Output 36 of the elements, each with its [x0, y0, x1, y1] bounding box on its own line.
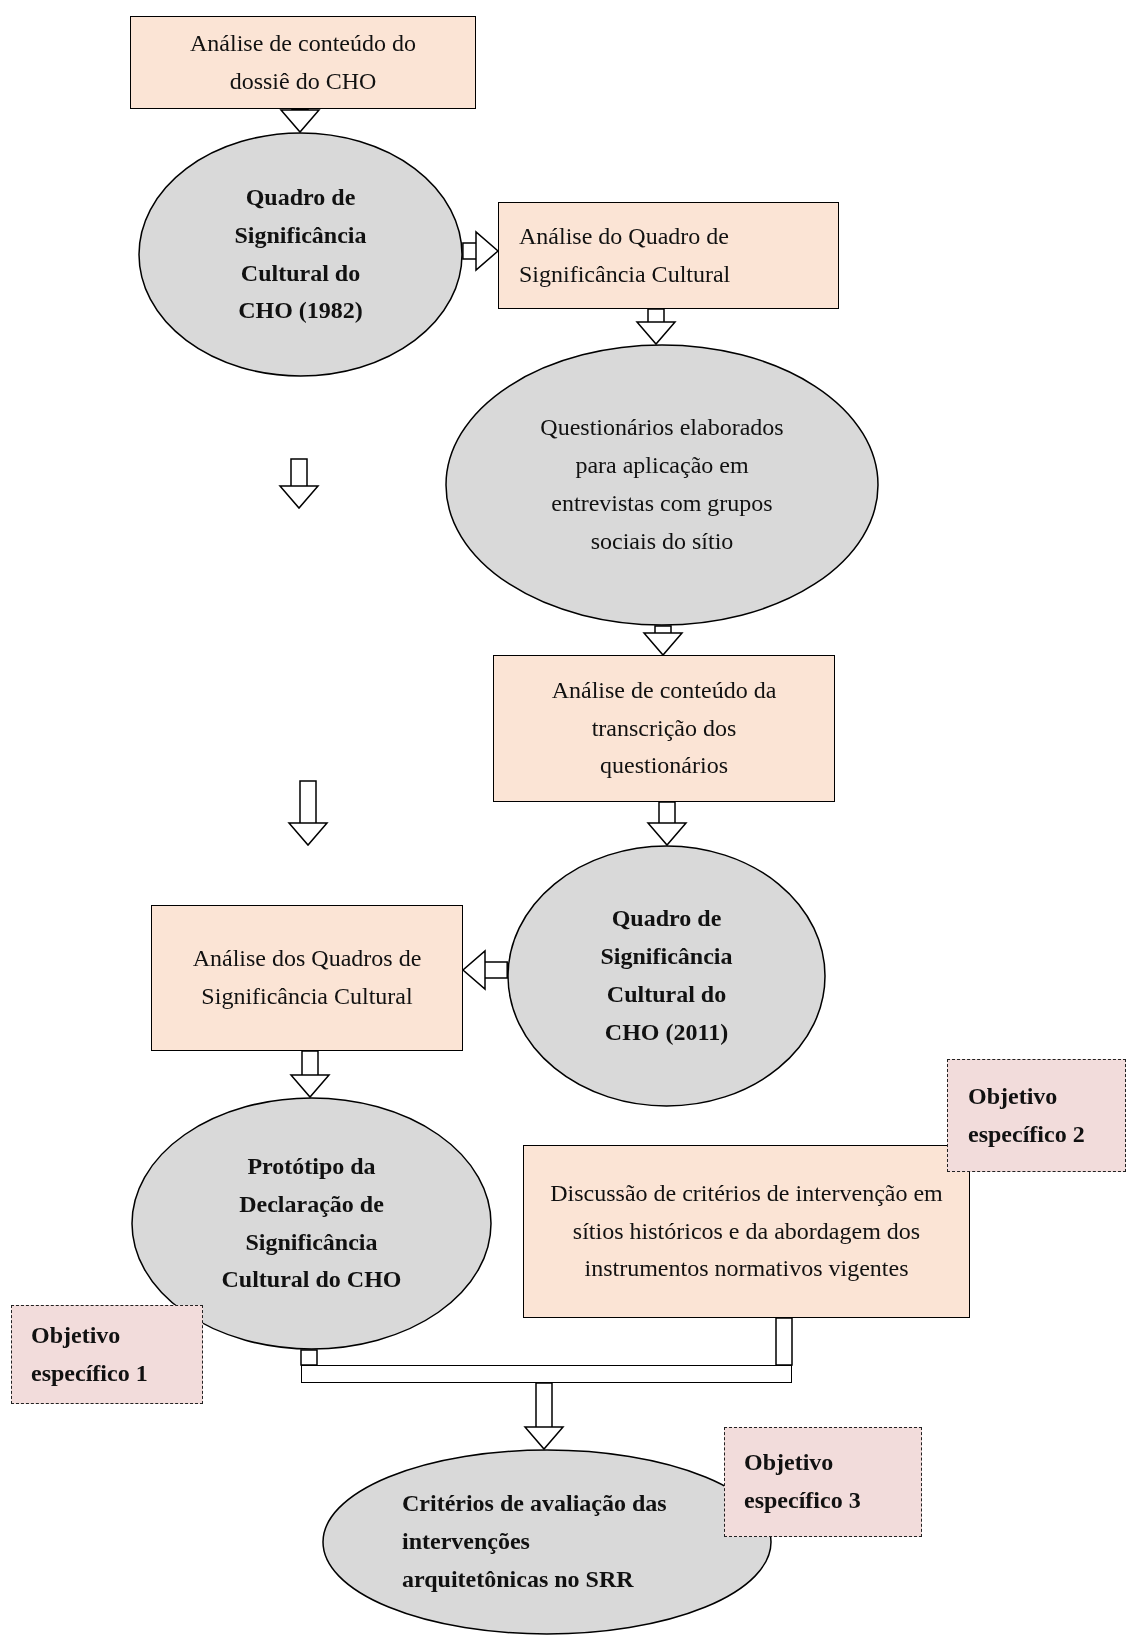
process-box [493, 655, 835, 802]
node-text: Discussão de critérios de intervenção em sítios históricos e da abordagem dos instrumentos normativos vigentes [549, 1178, 944, 1284]
ellipse-node [445, 344, 879, 626]
ellipse-node [131, 1097, 492, 1350]
node-text: Análise dos Quadros de Significância Cultural [192, 944, 422, 1011]
block-arrow [289, 1050, 331, 1099]
block-arrow [461, 949, 508, 991]
block-arrow [642, 625, 684, 657]
node-text: Quadro de Significância Cultural do CHO (2011) [599, 904, 734, 1047]
process-box [523, 1145, 970, 1318]
objective-note [947, 1059, 1126, 1172]
block-arrow [279, 108, 321, 134]
node-text: Questionários elaborados para aplicação em entrevistas com grupos sociais do sítio [539, 413, 785, 556]
block-arrow [462, 230, 500, 272]
node-text: Protótipo da Declaração de Significância Cultural do CHO [220, 1151, 403, 1295]
connector-bar [301, 1365, 792, 1383]
node-text: Critérios de avaliação das intervenções arquitetônicas no SRR [402, 1489, 668, 1594]
block-arrow [635, 308, 677, 346]
node-text: Análise de conteúdo da transcrição dos questionários [550, 675, 778, 781]
connector-stub [775, 1317, 793, 1366]
node-text: Objetivo específico 3 [744, 1448, 862, 1515]
ellipse-node [138, 132, 463, 377]
node-text: Análise de conteúdo do dossiê do CHO [189, 28, 417, 96]
block-arrow [646, 801, 688, 847]
block-arrow [523, 1382, 565, 1451]
objective-note [11, 1305, 203, 1404]
ellipse-node [507, 845, 826, 1107]
process-box [130, 16, 476, 109]
node-text: Análise do Quadro de Significância Cultural [519, 221, 732, 289]
node-text: Quadro de Significância Cultural do CHO (1982) [233, 182, 368, 326]
process-box [498, 202, 839, 309]
connector-stub [300, 1349, 318, 1366]
process-box [151, 905, 463, 1051]
objective-note [724, 1427, 922, 1537]
node-text: Objetivo específico 1 [31, 1320, 149, 1388]
node-text: Objetivo específico 2 [968, 1081, 1086, 1149]
